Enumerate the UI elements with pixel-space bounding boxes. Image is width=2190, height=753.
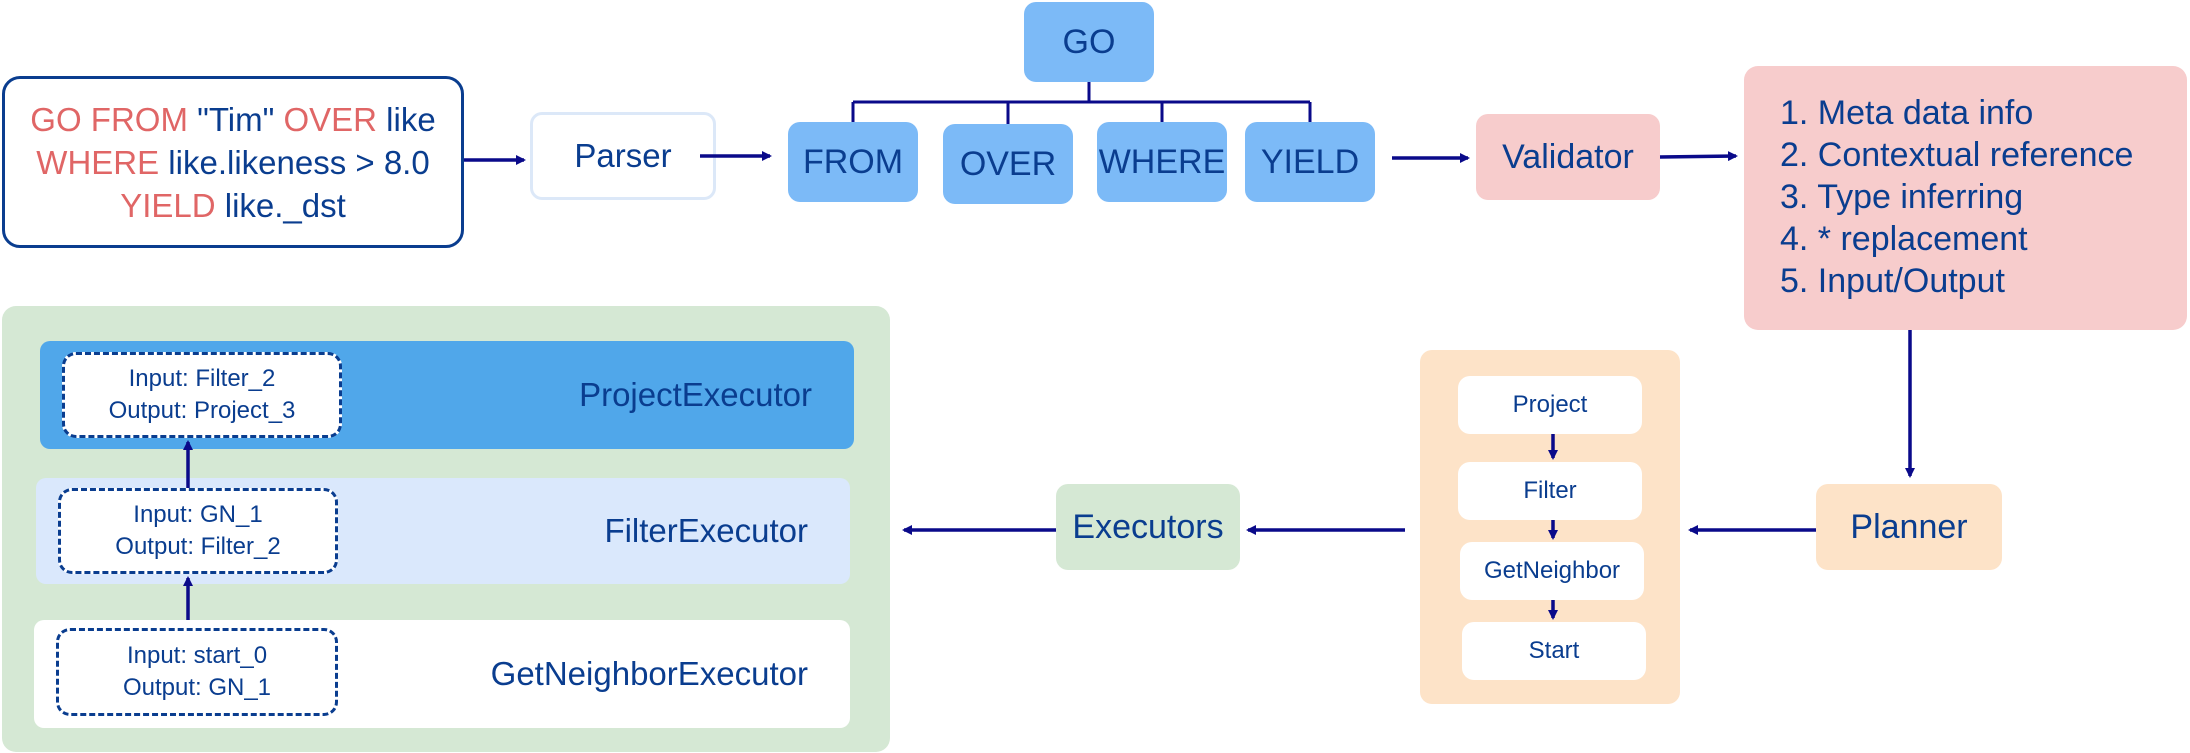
plan-node-label: Filter <box>1523 477 1577 504</box>
query-text: like <box>377 100 436 138</box>
query-keyword: WHERE <box>36 143 160 181</box>
executor-name: GetNeighborExecutor <box>490 655 808 692</box>
query-keyword: YIELD <box>120 186 216 224</box>
filter-executor-io: Input: GN_1 Output: Filter_2 <box>58 488 338 574</box>
getneighbor-executor-io: Input: start_0 Output: GN_1 <box>56 628 338 716</box>
ast-node-from: FROM <box>788 122 918 202</box>
ast-root-label: GO <box>1062 22 1116 61</box>
parser-label: Parser <box>574 137 672 174</box>
executor-input: Input: GN_1 <box>133 501 263 528</box>
executor-input: Input: Filter_2 <box>128 365 276 392</box>
executors-label: Executors <box>1072 507 1224 546</box>
planner-label: Planner <box>1850 507 1968 546</box>
executor-input: Input: start_0 <box>126 642 268 669</box>
executors-box: Executors <box>1056 484 1240 570</box>
executor-name: ProjectExecutor <box>579 376 812 413</box>
query-line-1: GO FROM "Tim" OVER like <box>30 98 435 141</box>
query-keyword: GO FROM <box>30 100 188 138</box>
ast-node-label: YIELD <box>1260 142 1360 181</box>
validation-steps-list: 1. Meta data info 2. Contextual referenc… <box>1780 92 2133 302</box>
plan-node-project: Project <box>1458 376 1642 434</box>
plan-node-start: Start <box>1462 622 1646 680</box>
executor-output: Output: GN_1 <box>122 674 272 701</box>
validator-label: Validator <box>1502 137 1634 176</box>
ast-node-where: WHERE <box>1097 122 1227 202</box>
plan-node-filter: Filter <box>1458 462 1642 520</box>
arrow-validator-to-steps <box>1659 151 1738 162</box>
validation-step: 2. Contextual reference <box>1780 136 2134 174</box>
query-line-3: YIELD like._dst <box>120 184 346 227</box>
parser-box: Parser <box>530 112 716 200</box>
query-text: like._dst <box>215 186 346 224</box>
ast-node-label: OVER <box>959 144 1057 183</box>
validation-step: 1. Meta data info <box>1780 94 2034 132</box>
ast-node-label: FROM <box>802 142 904 181</box>
executor-name: FilterExecutor <box>604 512 808 549</box>
query-keyword: OVER <box>283 100 378 138</box>
plan-node-label: GetNeighbor <box>1483 557 1621 584</box>
query-box: GO FROM "Tim" OVER like WHERE like.liken… <box>2 76 464 248</box>
planner-box: Planner <box>1816 484 2002 570</box>
query-text: like.likeness > 8.0 <box>159 143 430 181</box>
plan-node-getneighbor: GetNeighbor <box>1460 542 1644 600</box>
ast-node-yield: YIELD <box>1245 122 1375 202</box>
executor-output: Output: Project_3 <box>108 397 296 424</box>
ast-root-go: GO <box>1024 2 1154 82</box>
query-text: "Tim" <box>187 100 284 138</box>
validation-steps-box <box>1744 66 2187 330</box>
executor-output: Output: Filter_2 <box>115 533 281 560</box>
plan-node-label: Start <box>1528 637 1580 664</box>
validation-step: 5. Input/Output <box>1780 262 2005 300</box>
query-line-2: WHERE like.likeness > 8.0 <box>36 141 429 184</box>
validator-box: Validator <box>1476 114 1660 200</box>
validation-step: 4. * replacement <box>1780 220 2028 258</box>
ast-node-label: WHERE <box>1098 142 1226 181</box>
ast-node-over: OVER <box>943 124 1073 204</box>
validation-step: 3. Type inferring <box>1780 178 2024 216</box>
plan-node-label: Project <box>1512 391 1588 418</box>
project-executor-io: Input: Filter_2 Output: Project_3 <box>62 352 342 438</box>
